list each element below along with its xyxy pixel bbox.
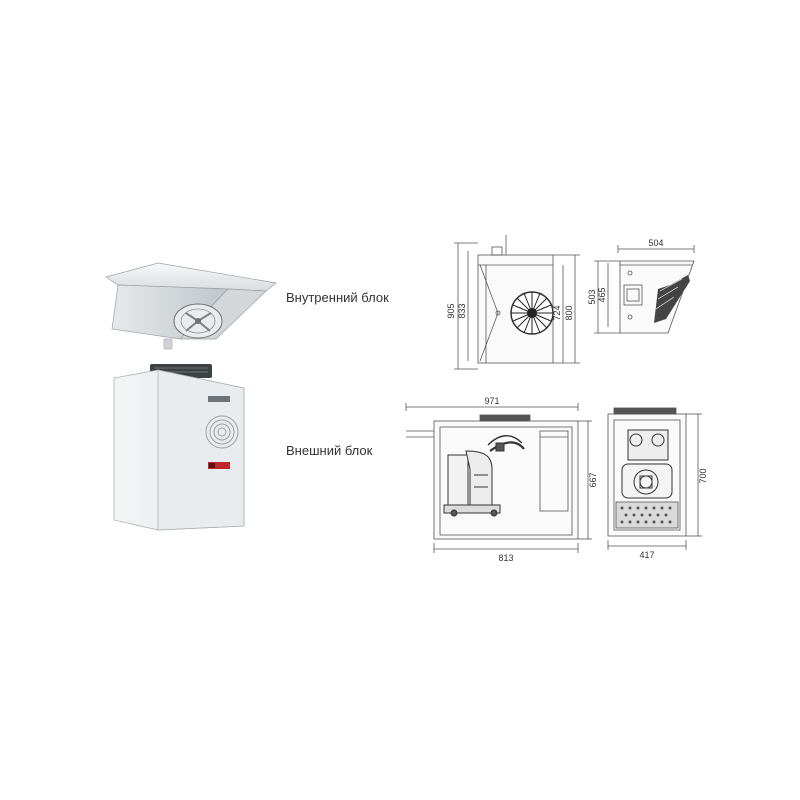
indoor-unit-label: Внутренний блок bbox=[286, 290, 389, 305]
dim-504: 504 bbox=[648, 238, 663, 248]
indoor-drawing-fan-icon bbox=[510, 291, 554, 335]
outdoor-unit-photo bbox=[113, 364, 245, 531]
dim-417: 417 bbox=[639, 550, 654, 560]
condenser-grille bbox=[615, 501, 679, 529]
indoor-side-fan-icon bbox=[654, 275, 690, 323]
dim-700: 700 bbox=[698, 468, 708, 483]
dim-905: 905 bbox=[446, 303, 456, 318]
dim-724: 724 bbox=[552, 305, 562, 320]
dim-813: 813 bbox=[498, 553, 513, 563]
indicator-light bbox=[208, 462, 230, 469]
compressor-icon bbox=[443, 435, 525, 517]
dim-465: 465 bbox=[597, 287, 607, 302]
outdoor-unit-label: Внешний блок bbox=[286, 443, 373, 458]
outdoor-side-components-icon bbox=[621, 429, 673, 499]
indoor-fan-icon bbox=[173, 303, 223, 339]
vent-rings-icon bbox=[205, 415, 239, 449]
dim-971: 971 bbox=[484, 396, 499, 406]
brand-plate bbox=[208, 396, 230, 402]
indoor-unit-photo bbox=[105, 262, 277, 350]
dim-833: 833 bbox=[457, 303, 467, 318]
dim-667: 667 bbox=[588, 472, 598, 487]
indoor-side-drawing: 504 503 465 bbox=[587, 238, 695, 334]
outdoor-front-drawing: 971 667 813 bbox=[405, 396, 598, 563]
dim-503: 503 bbox=[587, 289, 597, 304]
outdoor-side-drawing: 700 417 bbox=[607, 407, 708, 560]
dim-800: 800 bbox=[564, 305, 574, 320]
indoor-front-drawing: 905 833 724 800 bbox=[446, 235, 580, 370]
